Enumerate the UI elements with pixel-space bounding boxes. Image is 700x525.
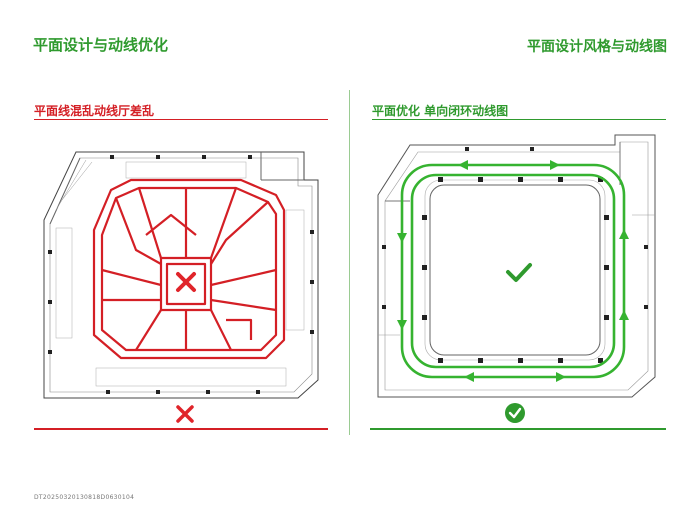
check-circle-icon bbox=[505, 403, 525, 423]
panel-right-label: 平面优化 单向闭环动线图 bbox=[372, 104, 509, 118]
page-title-left: 平面设计与动线优化 bbox=[33, 36, 169, 54]
floor-plan-left bbox=[43, 151, 319, 399]
floor-plan-left-columns bbox=[48, 155, 314, 394]
panel-right-rule bbox=[372, 119, 666, 120]
panel-divider bbox=[349, 90, 350, 435]
floor-plan-left-walls bbox=[43, 151, 319, 399]
check-icon bbox=[506, 263, 532, 282]
footer-code: DT20250320130818D0630104 bbox=[34, 494, 135, 501]
panel-right-base-rule bbox=[370, 428, 666, 430]
floor-plan-left-paths bbox=[92, 178, 286, 360]
floor-plan-right-walls bbox=[377, 134, 656, 398]
cross-icon bbox=[176, 405, 194, 423]
cross-icon bbox=[176, 272, 196, 292]
floor-plan-right-loop bbox=[400, 163, 626, 379]
page-title-right: 平面设计风格与动线图 bbox=[527, 39, 667, 55]
panel-left-label: 平面线混乱动线厅差乱 bbox=[34, 104, 155, 118]
floor-plan-right-columns bbox=[382, 147, 648, 363]
floor-plan-right bbox=[377, 134, 656, 398]
floor-plan-right-arrows bbox=[397, 160, 629, 382]
panel-left-base-rule bbox=[34, 428, 328, 430]
panel-left-rule bbox=[34, 119, 328, 120]
